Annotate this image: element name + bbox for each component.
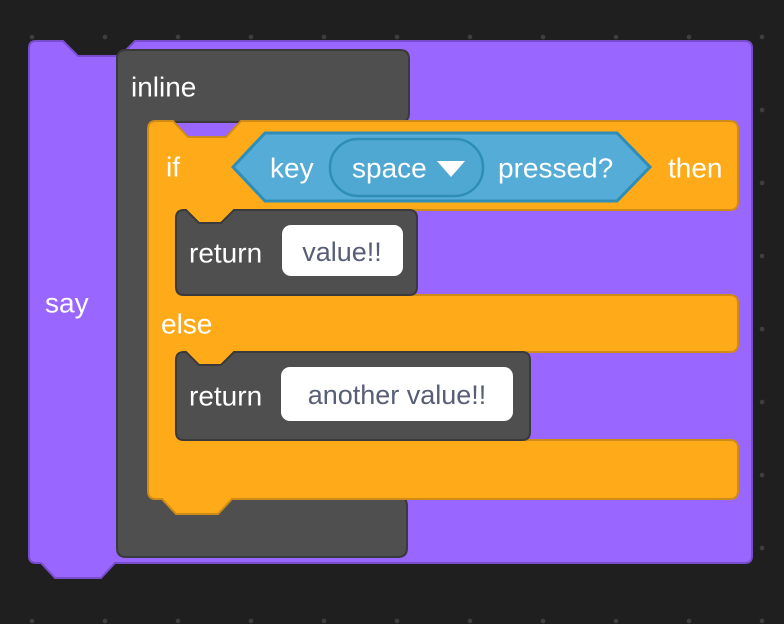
- return-value-input-2[interactable]: [281, 367, 513, 421]
- return-value-text-1: value!!: [302, 237, 382, 267]
- key-label: key: [270, 153, 314, 184]
- pressed-label: pressed?: [498, 153, 613, 184]
- if-else-block[interactable]: [147, 120, 739, 515]
- return-value-text-2: another value!!: [308, 380, 487, 410]
- else-label: else: [161, 309, 212, 340]
- inline-block-label: inline: [131, 72, 196, 103]
- return-label-1: return: [189, 238, 262, 269]
- say-block-label: say: [45, 288, 89, 319]
- return-value-input-1[interactable]: [282, 225, 403, 276]
- if-label: if: [166, 152, 180, 183]
- return-label-2: return: [189, 381, 262, 412]
- then-label: then: [668, 153, 723, 184]
- dropdown-caret-icon: [437, 161, 465, 177]
- key-dropdown[interactable]: [328, 137, 485, 198]
- key-dropdown-value: space: [352, 153, 427, 184]
